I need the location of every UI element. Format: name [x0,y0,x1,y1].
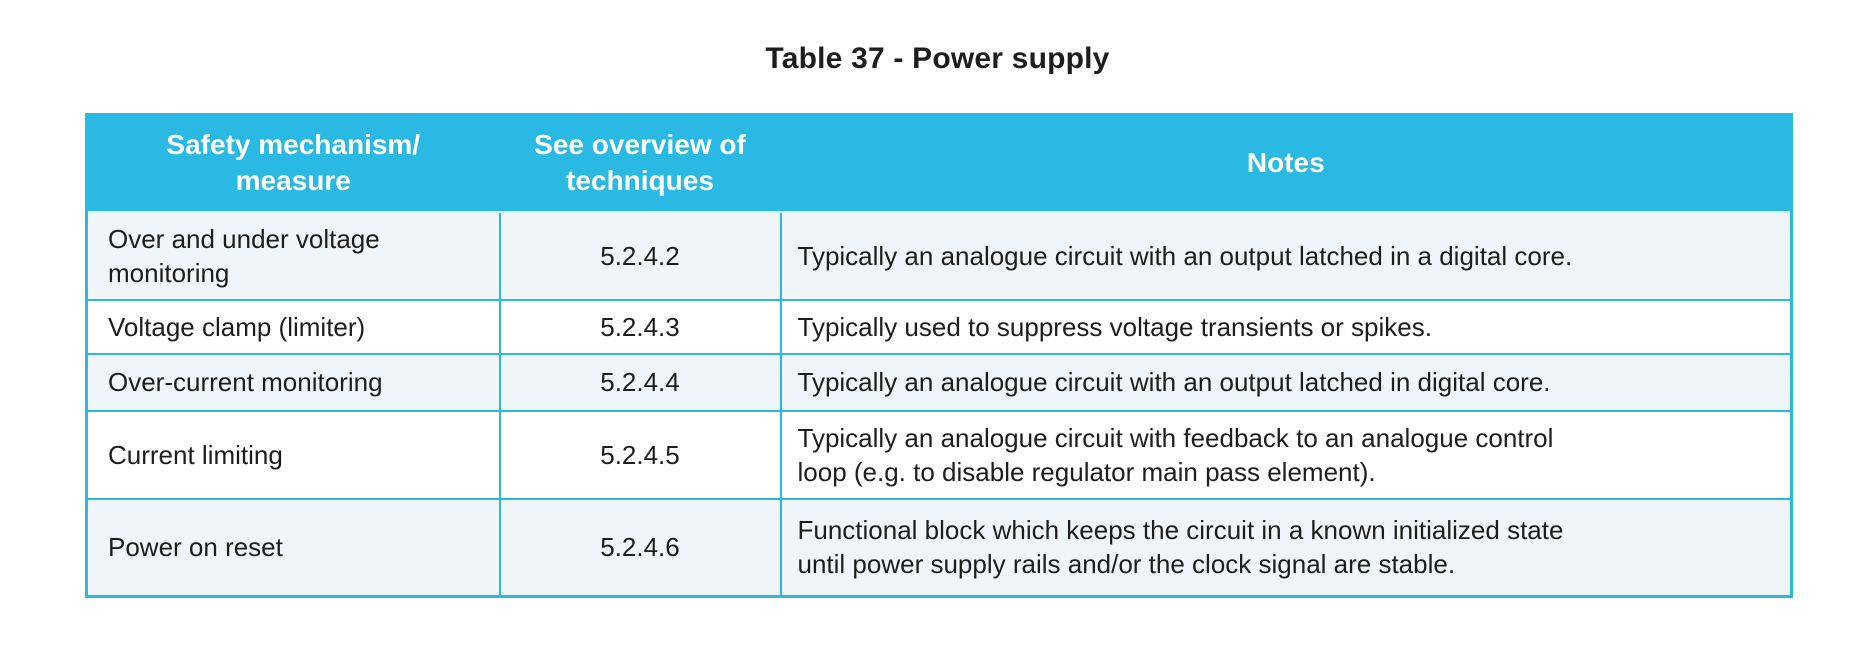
cell-reference: 5.2.4.5 [498,409,782,500]
cell-notes: Typically an analogue circuit with feedb… [779,409,1793,500]
cell-mechanism: Power on reset [85,497,501,598]
cell-mechanism: Current limiting [85,409,501,500]
table-row: Power on reset 5.2.4.6 Functional block … [85,497,1793,598]
table-row: Over and under voltage monitoring 5.2.4.… [85,210,1793,301]
cell-mechanism: Over-current monitoring [85,352,501,412]
table-row: Voltage clamp (limiter) 5.2.4.3 Typicall… [85,298,1793,355]
cell-mechanism: Over and under voltage monitoring [85,210,501,301]
table-row: Current limiting 5.2.4.5 Typically an an… [85,409,1793,500]
cell-notes: Functional block which keeps the circuit… [779,497,1793,598]
cell-notes: Typically an analogue circuit with an ou… [779,352,1793,412]
table-header-row: Safety mechanism/ measure See overview o… [85,113,1793,213]
table-row: Over-current monitoring 5.2.4.4 Typicall… [85,352,1793,412]
cell-reference: 5.2.4.2 [498,210,782,301]
cell-reference: 5.2.4.6 [498,497,782,598]
cell-reference: 5.2.4.3 [498,298,782,355]
cell-mechanism: Voltage clamp (limiter) [85,298,501,355]
power-supply-table: Safety mechanism/ measure See overview o… [85,113,1793,598]
table-title: Table 37 - Power supply [765,42,1110,75]
cell-notes: Typically used to suppress voltage trans… [779,298,1793,355]
header-see-overview: See overview of techniques [498,113,782,213]
header-notes: Notes [779,113,1793,213]
cell-reference: 5.2.4.4 [498,352,782,412]
cell-notes: Typically an analogue circuit with an ou… [779,210,1793,301]
header-safety-mechanism: Safety mechanism/ measure [85,113,501,213]
